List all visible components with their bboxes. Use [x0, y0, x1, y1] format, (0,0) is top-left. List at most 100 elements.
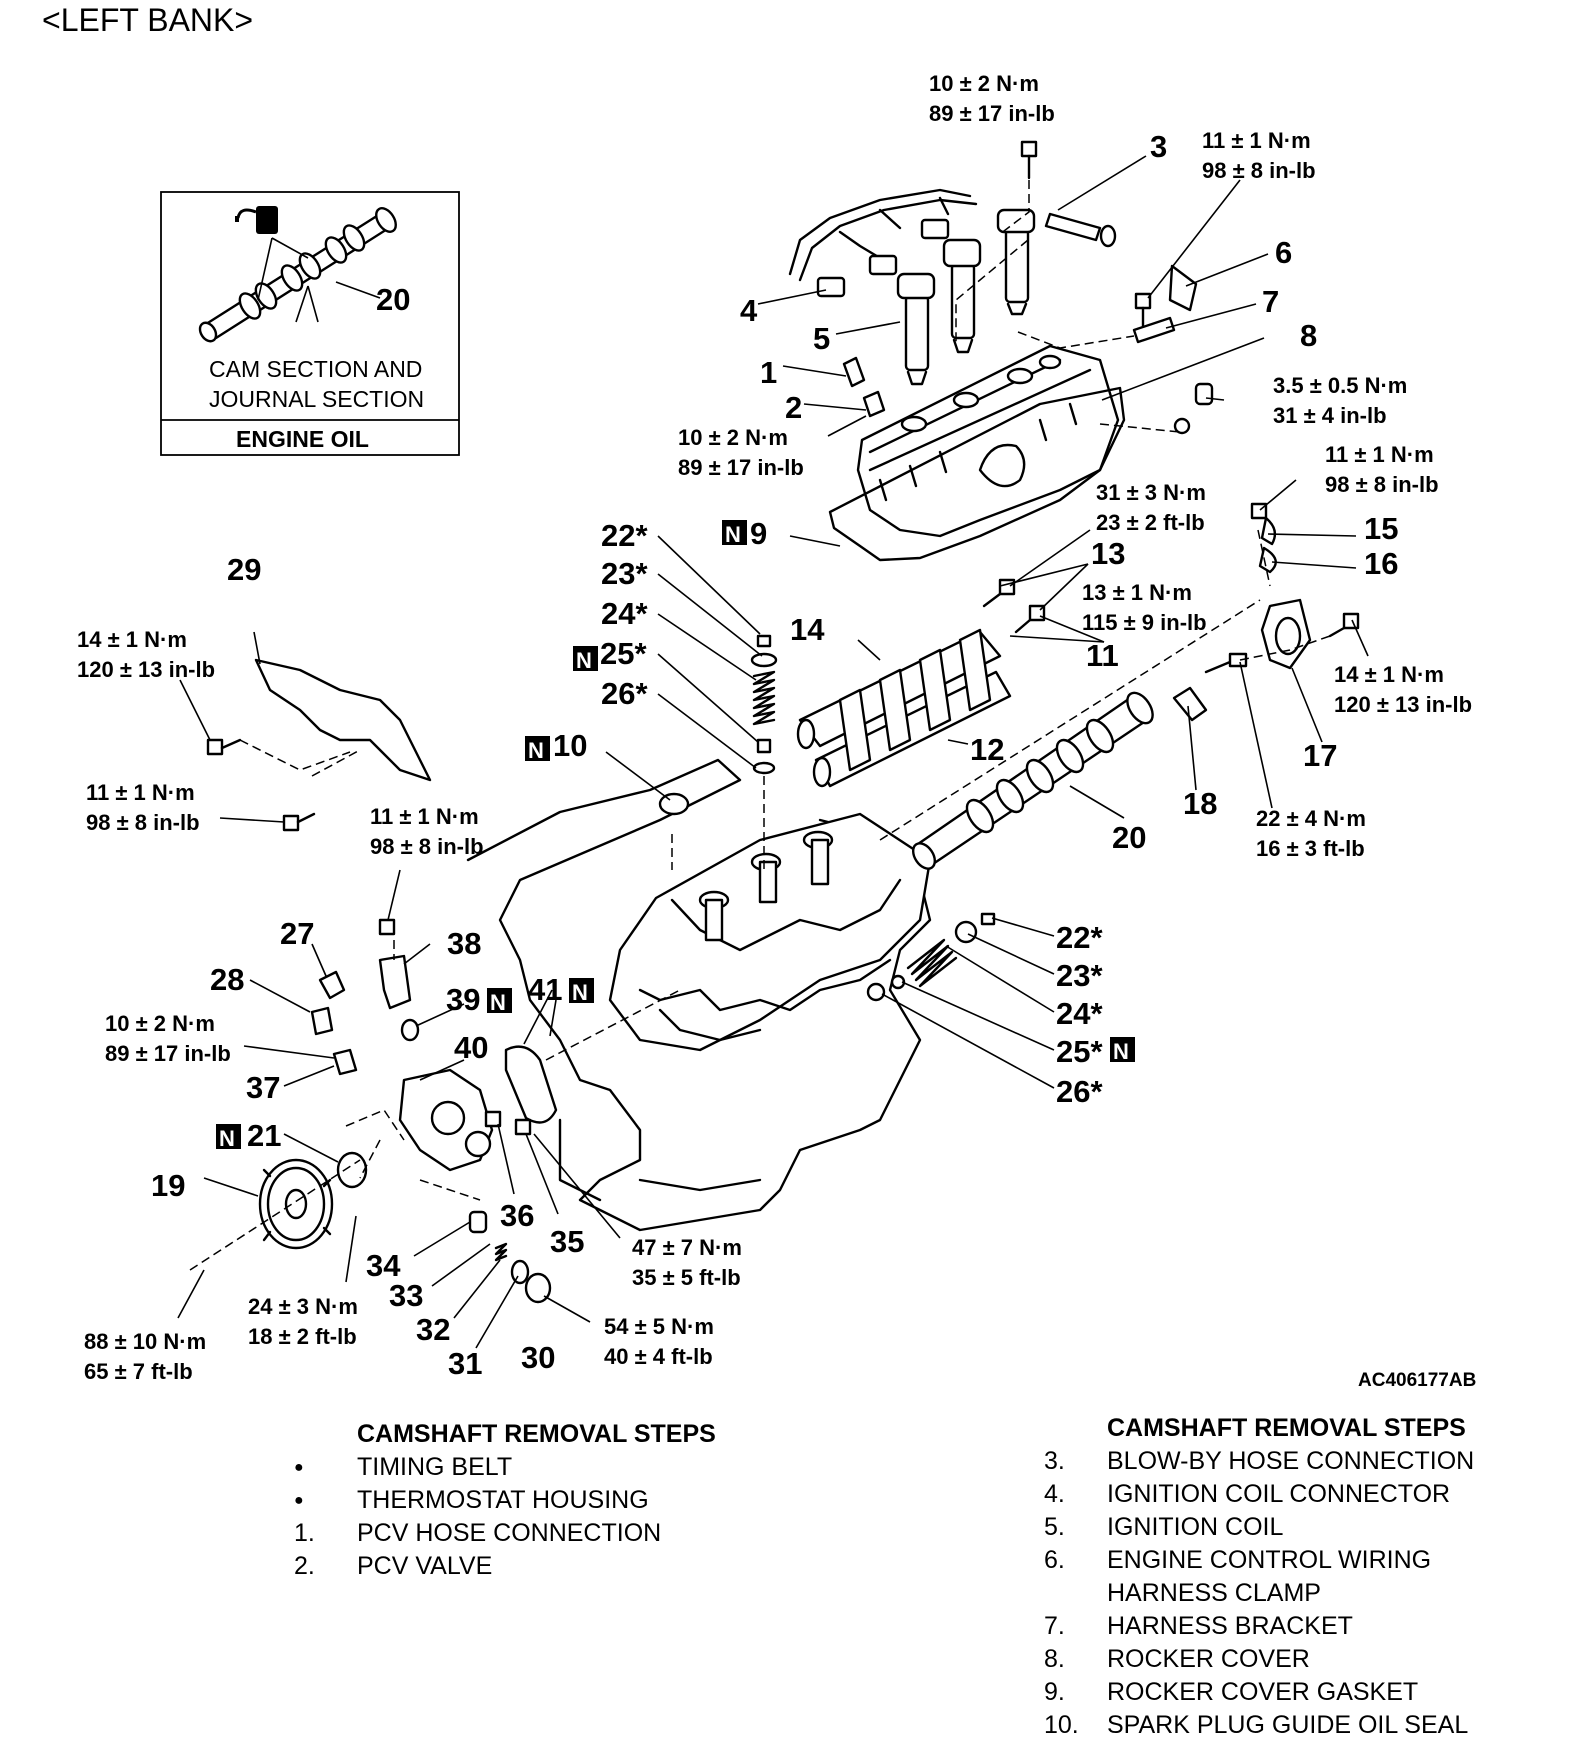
callout-9: 9 [750, 516, 767, 551]
callout-40: 40 [454, 1030, 488, 1065]
torque-spec-imp: 89 ± 17 in-lb [105, 1041, 231, 1066]
step-text: BLOW-BY HOSE CONNECTION [1107, 1447, 1475, 1475]
callout-37: 37 [246, 1070, 280, 1105]
step-text: HARNESS BRACKET [1107, 1612, 1353, 1640]
step-row: 7. HARNESS BRACKET [1044, 1610, 1474, 1643]
callout-38: 38 [447, 926, 481, 961]
callout-39: 39 [446, 982, 480, 1017]
torque-spec-nm: 13 ± 1 N·m [1082, 580, 1192, 605]
step-row: HARNESS CLAMP [1044, 1577, 1474, 1610]
torque-spec-imp: 98 ± 8 in-lb [1202, 158, 1316, 183]
inset-camshaft [198, 207, 397, 343]
new-part-marker: N [1113, 1039, 1129, 1064]
torque-spec-imp: 23 ± 2 ft-lb [1096, 510, 1205, 535]
torque-spec-nm: 88 ± 10 N·m [84, 1329, 206, 1354]
step-text: IGNITION COIL [1107, 1513, 1284, 1541]
figure-code: AC406177AB [1358, 1370, 1476, 1391]
callout-19: 19 [151, 1168, 185, 1203]
new-part-marker: N [490, 990, 506, 1015]
callout-26-b: 26* [1056, 1074, 1103, 1109]
o-ring-39 [400, 1018, 420, 1042]
torque-spec-imp: 98 ± 8 in-lb [370, 834, 484, 859]
callout-30: 30 [521, 1340, 555, 1375]
leader-lines [177, 155, 1369, 1349]
step-number: 4. [1044, 1480, 1065, 1508]
callout-20: 20 [1112, 820, 1146, 855]
callout-13: 13 [1091, 536, 1125, 571]
callout-31: 31 [448, 1346, 482, 1381]
step-number: 7. [1044, 1612, 1065, 1640]
callout-24-b: 24* [1056, 996, 1103, 1031]
gasket-41 [504, 1045, 558, 1124]
step-row: 2.PCV VALVE [294, 1550, 716, 1583]
camshaft-sprocket [258, 1158, 334, 1250]
callout-23: 23* [601, 556, 648, 591]
callout-41: 41 [528, 972, 562, 1007]
torque-spec-imp: 115 ± 9 in-lb [1082, 610, 1207, 635]
step-row: ● THERMOSTAT HOUSING [294, 1484, 716, 1517]
new-part-marker: N [572, 980, 588, 1005]
callout-28: 28 [210, 962, 244, 997]
step-text: HARNESS CLAMP [1107, 1579, 1321, 1607]
torque-spec-nm: 10 ± 2 N·m [678, 425, 788, 450]
rocker-cover-gasket [828, 386, 1126, 562]
step-row: 9.ROCKER COVER GASKET [1044, 1676, 1474, 1709]
torque-spec-nm: 11 ± 1 N·m [1325, 442, 1434, 467]
steps-title: CAMSHAFT REMOVAL STEPS [357, 1420, 716, 1448]
torque-spec-nm: 3.5 ± 0.5 N·m [1273, 373, 1407, 398]
inset-part-number: 20 [376, 282, 410, 317]
callout-10: 10 [553, 728, 587, 763]
removal-steps-right: CAMSHAFT REMOVAL STEPS 3.BLOW-BY HOSE CO… [1044, 1412, 1474, 1742]
torque-spec-nm: 14 ± 1 N·m [1334, 662, 1444, 687]
oil-seal-21 [336, 1151, 368, 1189]
removal-steps-left: CAMSHAFT REMOVAL STEPS ●TIMING BELT ● THE… [294, 1418, 716, 1583]
callout-32: 32 [416, 1312, 450, 1347]
step-marker: ● [294, 1492, 304, 1509]
torque-spec-nm: 10 ± 2 N·m [929, 71, 1039, 96]
step-row: 1.PCV HOSE CONNECTION [294, 1517, 716, 1550]
step-text: THERMOSTAT HOUSING [357, 1486, 649, 1514]
torque-spec-imp: 98 ± 8 in-lb [86, 810, 200, 835]
callout-18: 18 [1183, 786, 1217, 821]
torque-spec-imp: 120 ± 13 in-lb [1334, 692, 1472, 717]
rocker-cover [856, 344, 1120, 538]
camshaft-oil-seal [1172, 686, 1208, 722]
torque-spec-nm: 11 ± 1 N·m [370, 804, 479, 829]
torque-spec-imp: 120 ± 13 in-lb [77, 657, 215, 682]
callout-21: 21 [247, 1118, 281, 1153]
step-number: 3. [1044, 1447, 1065, 1475]
step-row: 6.ENGINE CONTROL WIRING [1044, 1544, 1474, 1577]
housing-40 [398, 1068, 494, 1172]
torque-spec-nm: 22 ± 4 N·m [1256, 806, 1366, 831]
bolts [206, 140, 1360, 936]
step-number: 2. [294, 1552, 315, 1580]
torque-spec-nm: 54 ± 5 N·m [604, 1314, 714, 1339]
callout-25-b: 25* [1056, 1034, 1103, 1069]
torque-spec-imp: 98 ± 8 in-lb [1325, 472, 1439, 497]
timing-belt-rear-cover [254, 658, 432, 782]
inset-box: 20 CAM SECTION AND JOURNAL SECTION ENGIN… [160, 191, 460, 456]
harness-bracket [1132, 316, 1176, 344]
step-row: 3. BLOW-BY HOSE CONNECTION [1044, 1445, 1474, 1478]
valve-springs-lower [866, 912, 996, 1002]
camshaft-axis [879, 599, 1261, 841]
callout-4: 4 [740, 293, 758, 328]
torque-spec-nm: 24 ± 3 N·m [248, 1294, 358, 1319]
ignition-coils [896, 208, 1036, 386]
sensor-38 [378, 954, 412, 1010]
torque-labels: 10 ± 2 N·m 89 ± 17 in-lb 11 ± 1 N·m 98 ±… [77, 71, 1472, 1384]
callout-34: 34 [366, 1248, 401, 1283]
callout-11: 11 [1086, 638, 1119, 673]
step-row: ●TIMING BELT [294, 1451, 716, 1484]
callout-8: 8 [1300, 318, 1317, 353]
callout-1: 1 [760, 355, 777, 390]
step-text: ENGINE CONTROL WIRING [1107, 1546, 1432, 1574]
callout-23-b: 23* [1056, 958, 1103, 993]
new-part-marker: N [576, 648, 592, 673]
torque-spec-imp: 40 ± 4 ft-lb [604, 1344, 713, 1369]
new-part-marker: N [528, 738, 544, 763]
connector-28 [310, 1006, 334, 1036]
rocker-arm-assembly [796, 628, 1012, 788]
torque-spec-nm: 11 ± 1 N·m [86, 780, 195, 805]
